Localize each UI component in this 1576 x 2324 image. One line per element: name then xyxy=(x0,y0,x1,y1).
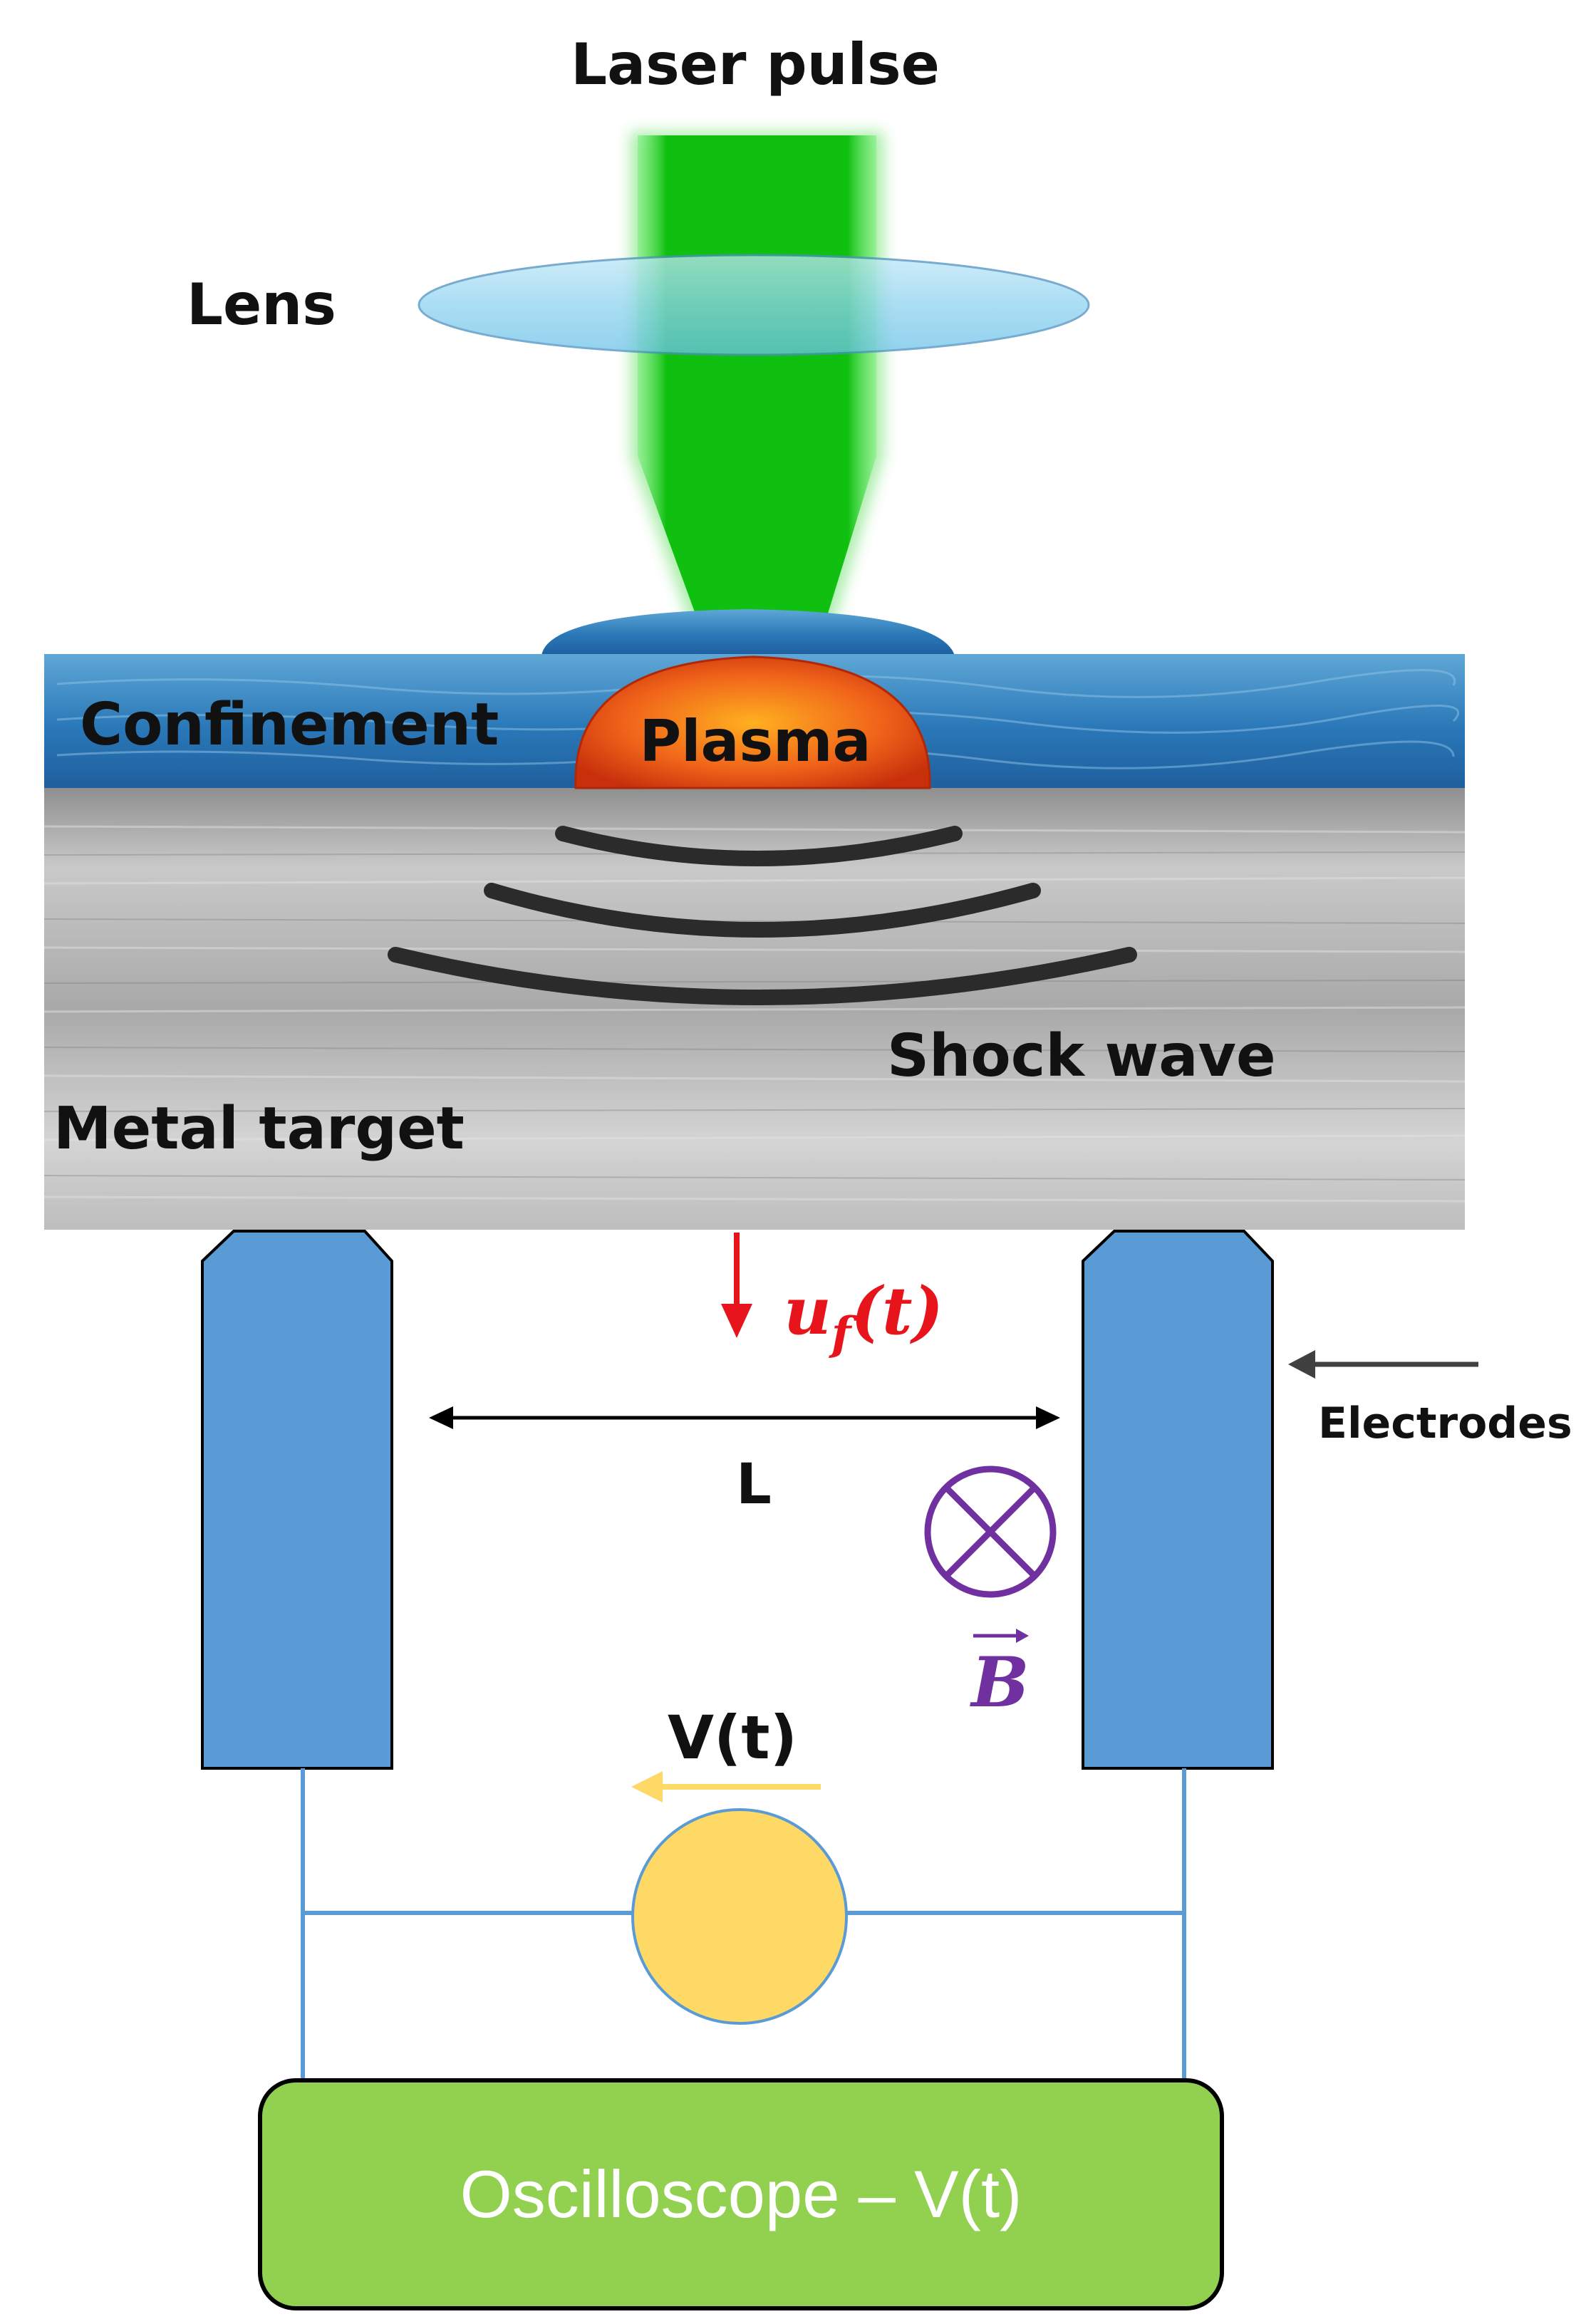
confinement-label: Confinement xyxy=(80,691,499,759)
voltage-source xyxy=(631,1808,848,2025)
magnetic-field-label: B xyxy=(969,1642,1029,1723)
velocity-label: uf(t) xyxy=(784,1272,943,1361)
shock-wave-arc xyxy=(484,883,1041,938)
electrodes-label: Electrodes xyxy=(1318,1399,1572,1448)
shock-wave-label: Shock wave xyxy=(887,1022,1276,1090)
lens xyxy=(418,254,1090,356)
lens-label: Lens xyxy=(187,271,336,338)
magnetic-field-vector-arrow xyxy=(973,1629,1029,1643)
metal-target-label: Metal target xyxy=(53,1095,465,1163)
shock-wave xyxy=(388,826,1137,1005)
arrow-down-icon xyxy=(721,1233,752,1338)
shock-wave-arc xyxy=(388,947,1137,1005)
laser-pulse-label: Laser pulse xyxy=(571,31,940,98)
distance-arrow xyxy=(429,1406,1060,1429)
circle-x-into-page-icon xyxy=(924,1466,1057,1598)
oscilloscope-label: Oscilloscope – V(t) xyxy=(460,2157,1022,2231)
plasma xyxy=(574,655,931,789)
shock-wave-arc xyxy=(555,826,963,866)
laser-beam xyxy=(631,132,883,645)
distance-label: L xyxy=(736,1453,772,1517)
voltage-label: V(t) xyxy=(668,1703,797,1773)
arrow-left-icon xyxy=(1288,1350,1478,1379)
plasma-label: Plasma xyxy=(640,708,871,774)
left-electrode xyxy=(201,1230,393,1770)
right-electrode xyxy=(1082,1230,1274,1770)
arrow-left-icon xyxy=(631,1771,821,1802)
oscilloscope xyxy=(258,2078,1224,2310)
